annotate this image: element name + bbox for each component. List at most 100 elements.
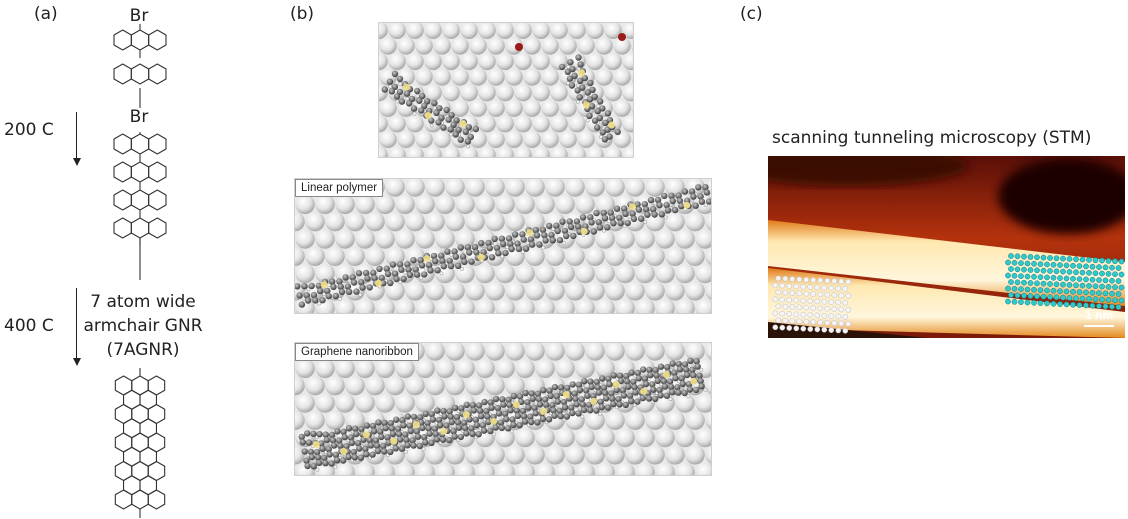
hydrogen-atom: [627, 215, 632, 219]
gold-atom: [395, 229, 415, 249]
carbon-atom: [564, 384, 571, 392]
carbon-atom: [563, 413, 571, 420]
carbon-atom: [341, 433, 348, 441]
gold-atom: [425, 179, 445, 197]
carbon-atom: [383, 265, 390, 272]
stm-atom: [821, 284, 828, 291]
gold-atom: [379, 83, 388, 102]
hydrogen-atom: [449, 252, 454, 257]
hydrogen-atom: [602, 228, 606, 233]
stm-atom: [1008, 279, 1014, 285]
gold-atom: [545, 281, 565, 301]
carbon-atom: [499, 396, 506, 403]
carbon-atom: [321, 454, 328, 462]
carbon-atom: [433, 109, 440, 117]
carbon-atom: [644, 211, 651, 218]
highlight-atom: [662, 371, 670, 379]
carbon-atom: [310, 463, 317, 470]
stm-atom: [1034, 267, 1040, 274]
carbon-atom: [593, 378, 600, 386]
carbon-atom: [303, 292, 310, 299]
hydrogen-atom: [663, 215, 668, 220]
stm-atom: [1060, 255, 1066, 262]
stm-atom: [1105, 297, 1112, 303]
stm-atom: [1115, 278, 1122, 284]
stm-atom: [1053, 268, 1060, 275]
carbon-atom: [353, 430, 360, 438]
gold-atom: [442, 145, 460, 157]
highlight-atom: [512, 401, 520, 409]
stm-atom: [1105, 258, 1112, 264]
carbon-atom: [352, 425, 359, 432]
carbon-atom: [589, 86, 596, 93]
gold-atom: [514, 145, 532, 157]
carbon-atom: [529, 395, 536, 402]
gold-atom: [505, 445, 525, 465]
carbon-atom: [580, 406, 588, 414]
stm-atom: [1066, 295, 1073, 301]
carbon-atom: [468, 425, 475, 432]
carbon-atom: [497, 419, 504, 426]
stm-atom: [831, 278, 838, 284]
carbon-atom: [587, 378, 594, 385]
gold-atom: [525, 375, 545, 396]
stm-atom: [1115, 265, 1122, 271]
stm-atom: [828, 327, 835, 333]
carbon-atom: [664, 207, 672, 214]
carbon-atom: [410, 413, 418, 421]
carbon-atom: [363, 422, 370, 429]
carbon-atom: [509, 416, 516, 423]
stm-title: scanning tunneling microscopy (STM): [772, 128, 1092, 148]
carbon-atom: [546, 222, 553, 230]
carbon-atom: [431, 425, 438, 432]
gold-atom: [305, 246, 325, 266]
gold-atom: [379, 130, 397, 149]
stm-atom: [1089, 263, 1096, 270]
carbon-atom: [307, 448, 315, 455]
stm-atom: [796, 290, 803, 297]
carbon-atom: [486, 244, 493, 252]
hydrogen-atom: [576, 67, 581, 71]
gold-atom: [379, 23, 388, 40]
carbon-atom: [403, 90, 411, 97]
carbon-atom: [503, 415, 510, 423]
stm-atom: [786, 311, 793, 317]
gold-atom: [605, 246, 625, 266]
stm-atom: [1076, 263, 1083, 269]
gold-atom: [442, 83, 460, 102]
stm-atom: [838, 306, 845, 313]
stm-atom: [1034, 254, 1040, 261]
carbon-atom: [693, 386, 700, 394]
gold-atom: [595, 68, 613, 86]
stm-atom: [1040, 280, 1047, 287]
stm-atom: [1057, 275, 1063, 281]
gold-atom: [469, 130, 487, 149]
ribbon-ring: [147, 489, 166, 510]
stm-atom: [1118, 284, 1125, 291]
carbon-atom: [681, 188, 689, 195]
carbon-atom: [314, 454, 322, 461]
carbon-atom: [658, 211, 665, 218]
carbon-atom: [566, 75, 574, 82]
gold-atom: [559, 36, 577, 55]
carbon-atom: [462, 128, 469, 135]
carbon-atom: [581, 74, 589, 82]
gold-atom: [485, 445, 505, 465]
carbon-atom: [569, 65, 576, 73]
carbon-atom: [371, 274, 378, 282]
carbon-atom: [377, 428, 384, 435]
carbon-atom: [575, 410, 582, 417]
gold-atom: [395, 298, 415, 313]
gold-atom: [365, 375, 385, 396]
carbon-atom: [336, 278, 343, 285]
gold-atom: [615, 462, 635, 475]
stm-atom: [796, 304, 803, 311]
stm-atom: [1079, 269, 1086, 276]
gold-atom: [705, 376, 711, 395]
stm-atom: [1076, 276, 1083, 282]
gold-atom: [585, 343, 605, 361]
carbon-atom: [459, 253, 467, 260]
carbon-atom: [560, 398, 568, 406]
carbon-atom: [445, 116, 452, 123]
stm-atom: [835, 313, 842, 320]
